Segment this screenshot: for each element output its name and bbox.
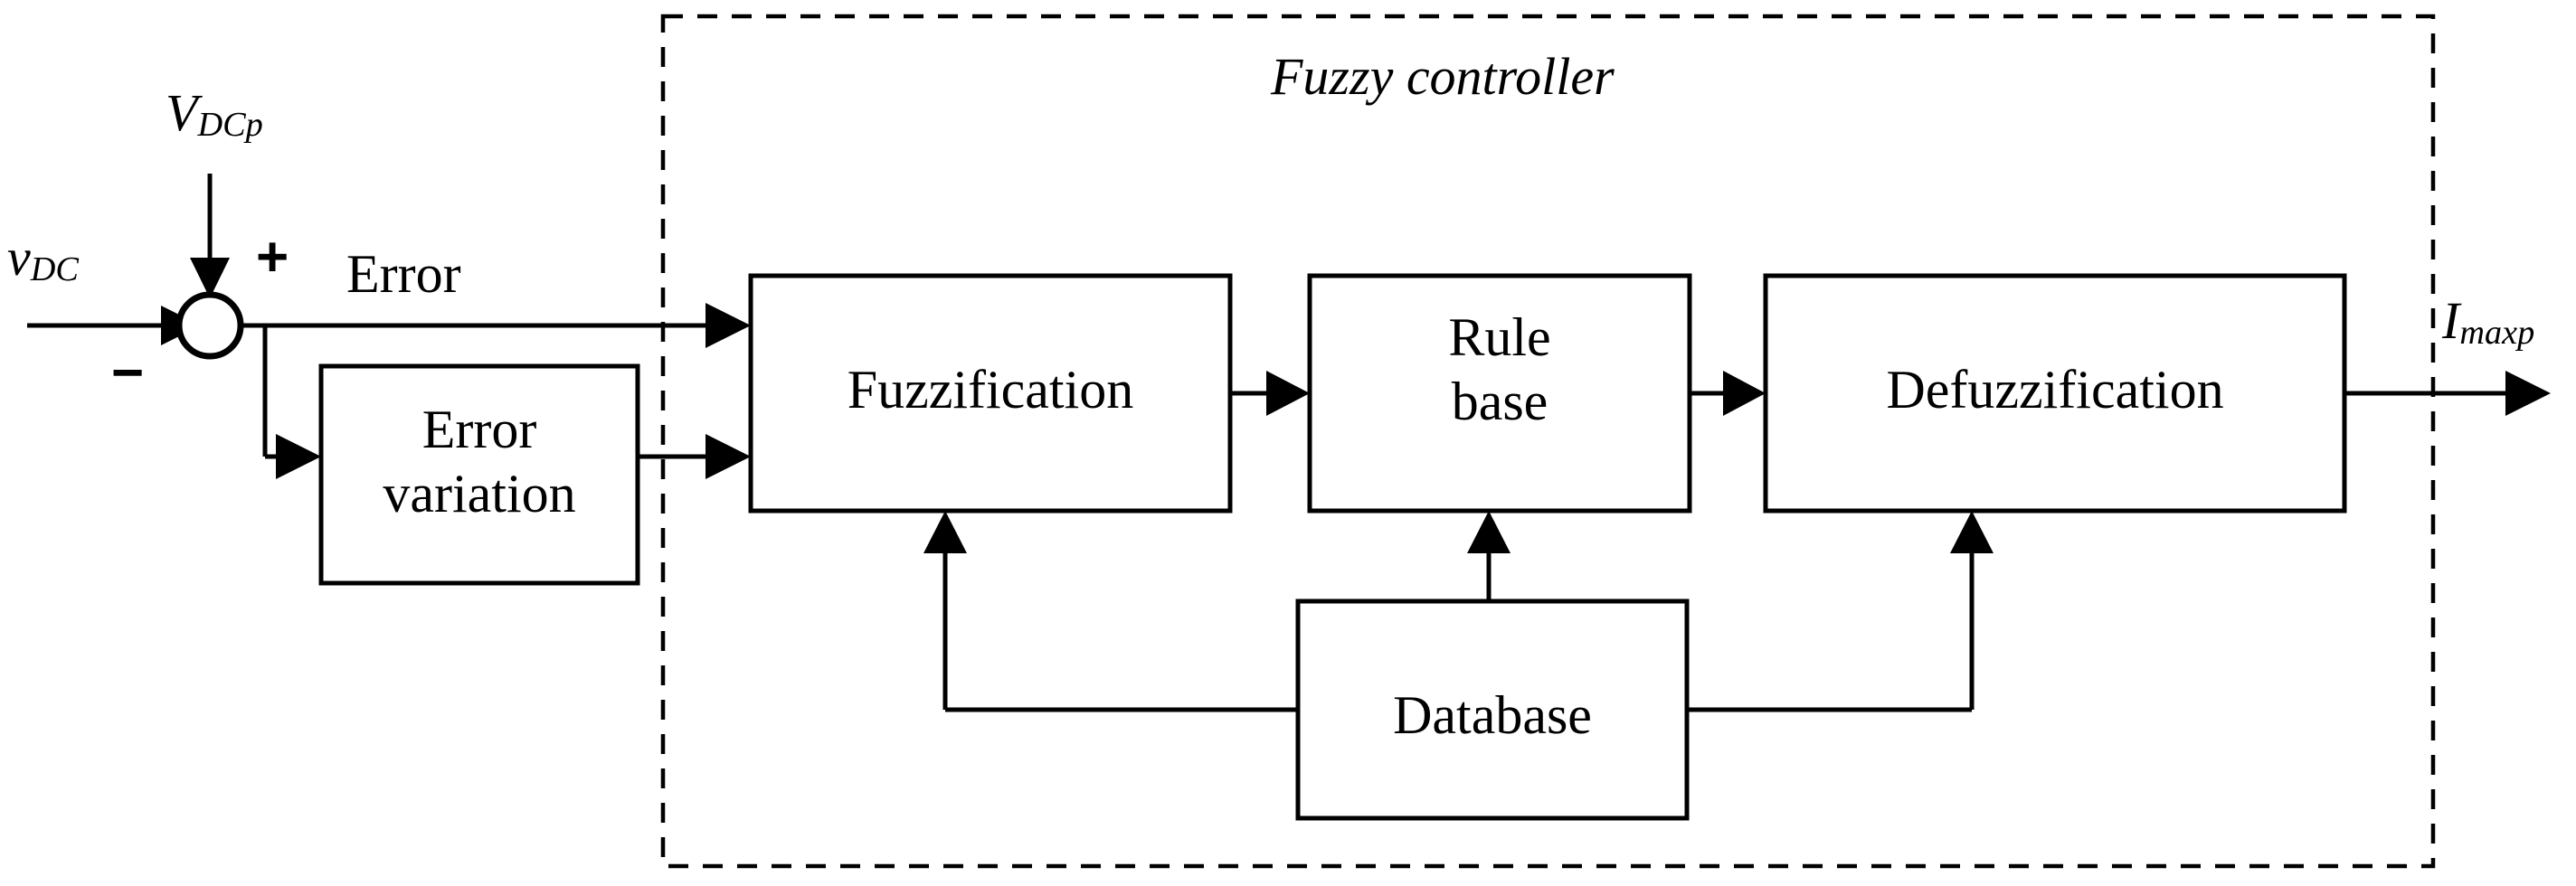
database-block-label: Database xyxy=(1393,685,1592,745)
defuzzification-block[interactable] xyxy=(1763,273,2347,514)
measured-signal-subscript: DC xyxy=(30,250,79,289)
reference-signal-base: V xyxy=(166,83,198,142)
error-variation-block[interactable] xyxy=(318,363,640,586)
rule-base-block[interactable] xyxy=(1307,273,1692,514)
rule-base-block-label: Rule base xyxy=(1310,306,1690,434)
database-to-rulebase-arrowhead xyxy=(1467,511,1511,553)
database-to-fuzzification-arrowhead xyxy=(923,511,967,553)
error-variation-input-arrowhead xyxy=(276,434,321,479)
database-block[interactable] xyxy=(1295,599,1690,821)
database-to-defuzzification-arrowhead xyxy=(1950,511,1994,553)
error-variation-block-label: Error variation xyxy=(321,398,638,526)
vdcp-reference-arrowhead xyxy=(190,258,230,298)
rule-base-label-line1: Rule xyxy=(1448,307,1551,367)
reference-signal-label: VDCp xyxy=(166,83,263,145)
error-variation-output-arrowhead xyxy=(706,434,751,479)
fuzzy-controller-title: Fuzzy controller xyxy=(1271,47,1615,106)
error-variation-label-line1: Error xyxy=(421,400,537,459)
output-signal-base: I xyxy=(2442,291,2460,350)
plus-sign-label: + xyxy=(256,226,289,288)
output-signal-label: Imaxp xyxy=(2442,291,2535,353)
error-arrowhead-to-fuzzification xyxy=(706,303,751,348)
fuzzification-block-label: Fuzzification xyxy=(847,360,1134,419)
error-variation-label-line2: variation xyxy=(383,463,576,523)
defuzzification-block-label: Defuzzification xyxy=(1886,360,2224,419)
rule-base-label-line2: base xyxy=(1451,371,1548,431)
output-signal-subscript: maxp xyxy=(2459,314,2535,353)
reference-signal-subscript: DCp xyxy=(197,106,263,145)
defuzzification-output-arrowhead xyxy=(2505,371,2551,416)
measured-signal-label: vDC xyxy=(7,228,79,289)
measured-signal-base: v xyxy=(7,228,31,287)
fuzzy-controller-dashed-border xyxy=(660,14,2436,869)
fuzzification-to-rulebase-arrowhead xyxy=(1266,371,1310,416)
rulebase-to-defuzzification-arrowhead xyxy=(1723,371,1766,416)
minus-sign-label: − xyxy=(111,342,145,404)
summing-junction-node xyxy=(175,291,244,360)
error-signal-label: Error xyxy=(346,244,461,304)
